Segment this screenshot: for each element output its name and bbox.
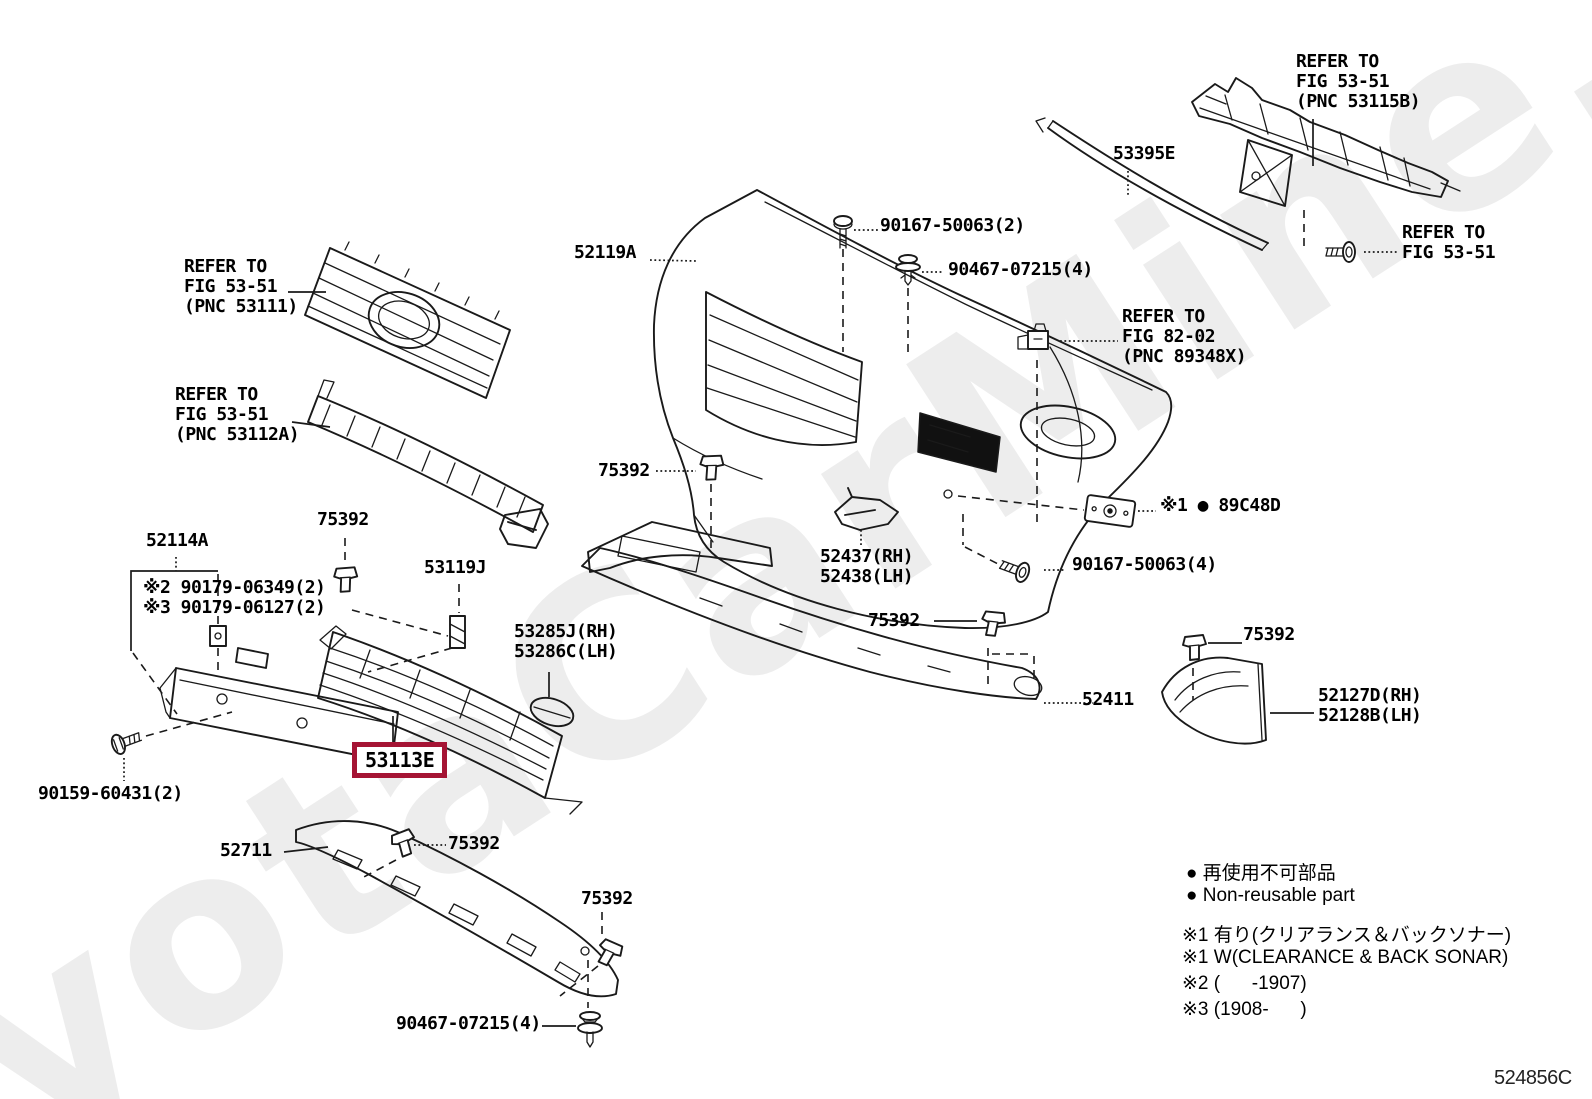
clip-75392-icon	[334, 567, 358, 593]
label-90179-notes: ※2 90179-06349(2) ※3 90179-06127(2)	[143, 577, 326, 619]
label-52711: 52711	[220, 840, 272, 861]
label-52127-52128: 52127D(RH) 52128B(LH)	[1318, 685, 1422, 727]
strip-53395e-art	[1036, 118, 1268, 250]
label-75392-e: 75392	[448, 833, 500, 854]
clip-75392-icon	[979, 609, 1007, 638]
label-75392-a: 75392	[598, 460, 650, 481]
sensor-89348x-icon	[1018, 324, 1048, 349]
label-90159-60431: 90159-60431(2)	[38, 783, 183, 804]
label-53395e: 53395E	[1113, 143, 1176, 164]
legend-note3: ※3 (1908- )	[1182, 999, 1307, 1020]
clip-90467-bottom-icon	[578, 1012, 602, 1047]
grille-lower-53113e-art	[318, 626, 582, 814]
label-52114a: 52114A	[146, 530, 209, 551]
fog-cover-art	[1162, 658, 1266, 744]
label-53285-53286: 53285J(RH) 53286C(LH)	[514, 621, 618, 663]
label-90467-07215-bottom: 90467-07215(4)	[396, 1013, 541, 1034]
clip-75392-icon	[592, 937, 624, 970]
legend-note1-jp: ※1 有り(クリアランス＆バックソナー)	[1182, 925, 1512, 946]
grille-upper-art	[305, 242, 510, 398]
label-52411: 52411	[1082, 689, 1134, 710]
retainer-53285-art	[500, 509, 577, 731]
grille-strip-art	[308, 380, 543, 532]
clip-75392-icon	[1183, 635, 1206, 660]
ref-fig5351-53115b: REFER TO FIG 53-51 (PNC 53115B)	[1296, 51, 1421, 113]
plate-89c48d-icon	[1084, 495, 1135, 527]
ref-fig8202-89348x: REFER TO FIG 82-02 (PNC 89348X)	[1122, 306, 1247, 368]
leader-lines	[124, 119, 1398, 1026]
label-90467-07215-top: 90467-07215(4)	[948, 259, 1093, 280]
clip-90467-top-icon	[896, 255, 920, 285]
ref-fig5351-53111: REFER TO FIG 53-51 (PNC 53111)	[184, 256, 298, 318]
label-90167-50063-4: 90167-50063(4)	[1072, 554, 1217, 575]
legend-non-reusable-en: ● Non-reusable part	[1186, 885, 1355, 906]
bracket-52437-art	[835, 488, 898, 530]
drawing-number: 524856C	[1494, 1067, 1572, 1089]
screw-90159-icon	[109, 727, 143, 756]
ref-fig5351-right: REFER TO FIG 53-51	[1402, 222, 1496, 264]
label-52119a: 52119A	[574, 242, 637, 263]
screw-90167-4-icon	[998, 555, 1032, 584]
ref-fig5351-53112a: REFER TO FIG 53-51 (PNC 53112A)	[175, 384, 300, 446]
label-75392-f: 75392	[581, 888, 633, 909]
valance-52411-art	[582, 522, 1044, 699]
label-52437-52438: 52437(RH) 52438(LH)	[820, 546, 914, 588]
label-89c48d: ※1 ● 89C48D	[1160, 495, 1281, 516]
screw-90167-icon	[834, 216, 852, 248]
legend-non-reusable-jp: ● 再使用不可部品	[1186, 863, 1336, 884]
label-53113e-highlighted: 53113E	[352, 742, 448, 779]
legend-note1-en: ※1 W(CLEARANCE & BACK SONAR)	[1182, 947, 1509, 968]
support-assembly-art	[1192, 78, 1460, 206]
clip-75392-icon	[389, 828, 418, 858]
label-75392-b: 75392	[868, 610, 920, 631]
label-53119j: 53119J	[424, 557, 487, 578]
label-75392-d: 75392	[317, 509, 369, 530]
screw-refer5351-icon	[1326, 242, 1355, 262]
legend-note2: ※2 ( -1907)	[1182, 973, 1307, 994]
label-90167-50063-2: 90167-50063(2)	[880, 215, 1025, 236]
spacer-53119j-art	[450, 616, 465, 648]
label-75392-c: 75392	[1243, 624, 1295, 645]
clip-75392-icon	[699, 454, 724, 481]
